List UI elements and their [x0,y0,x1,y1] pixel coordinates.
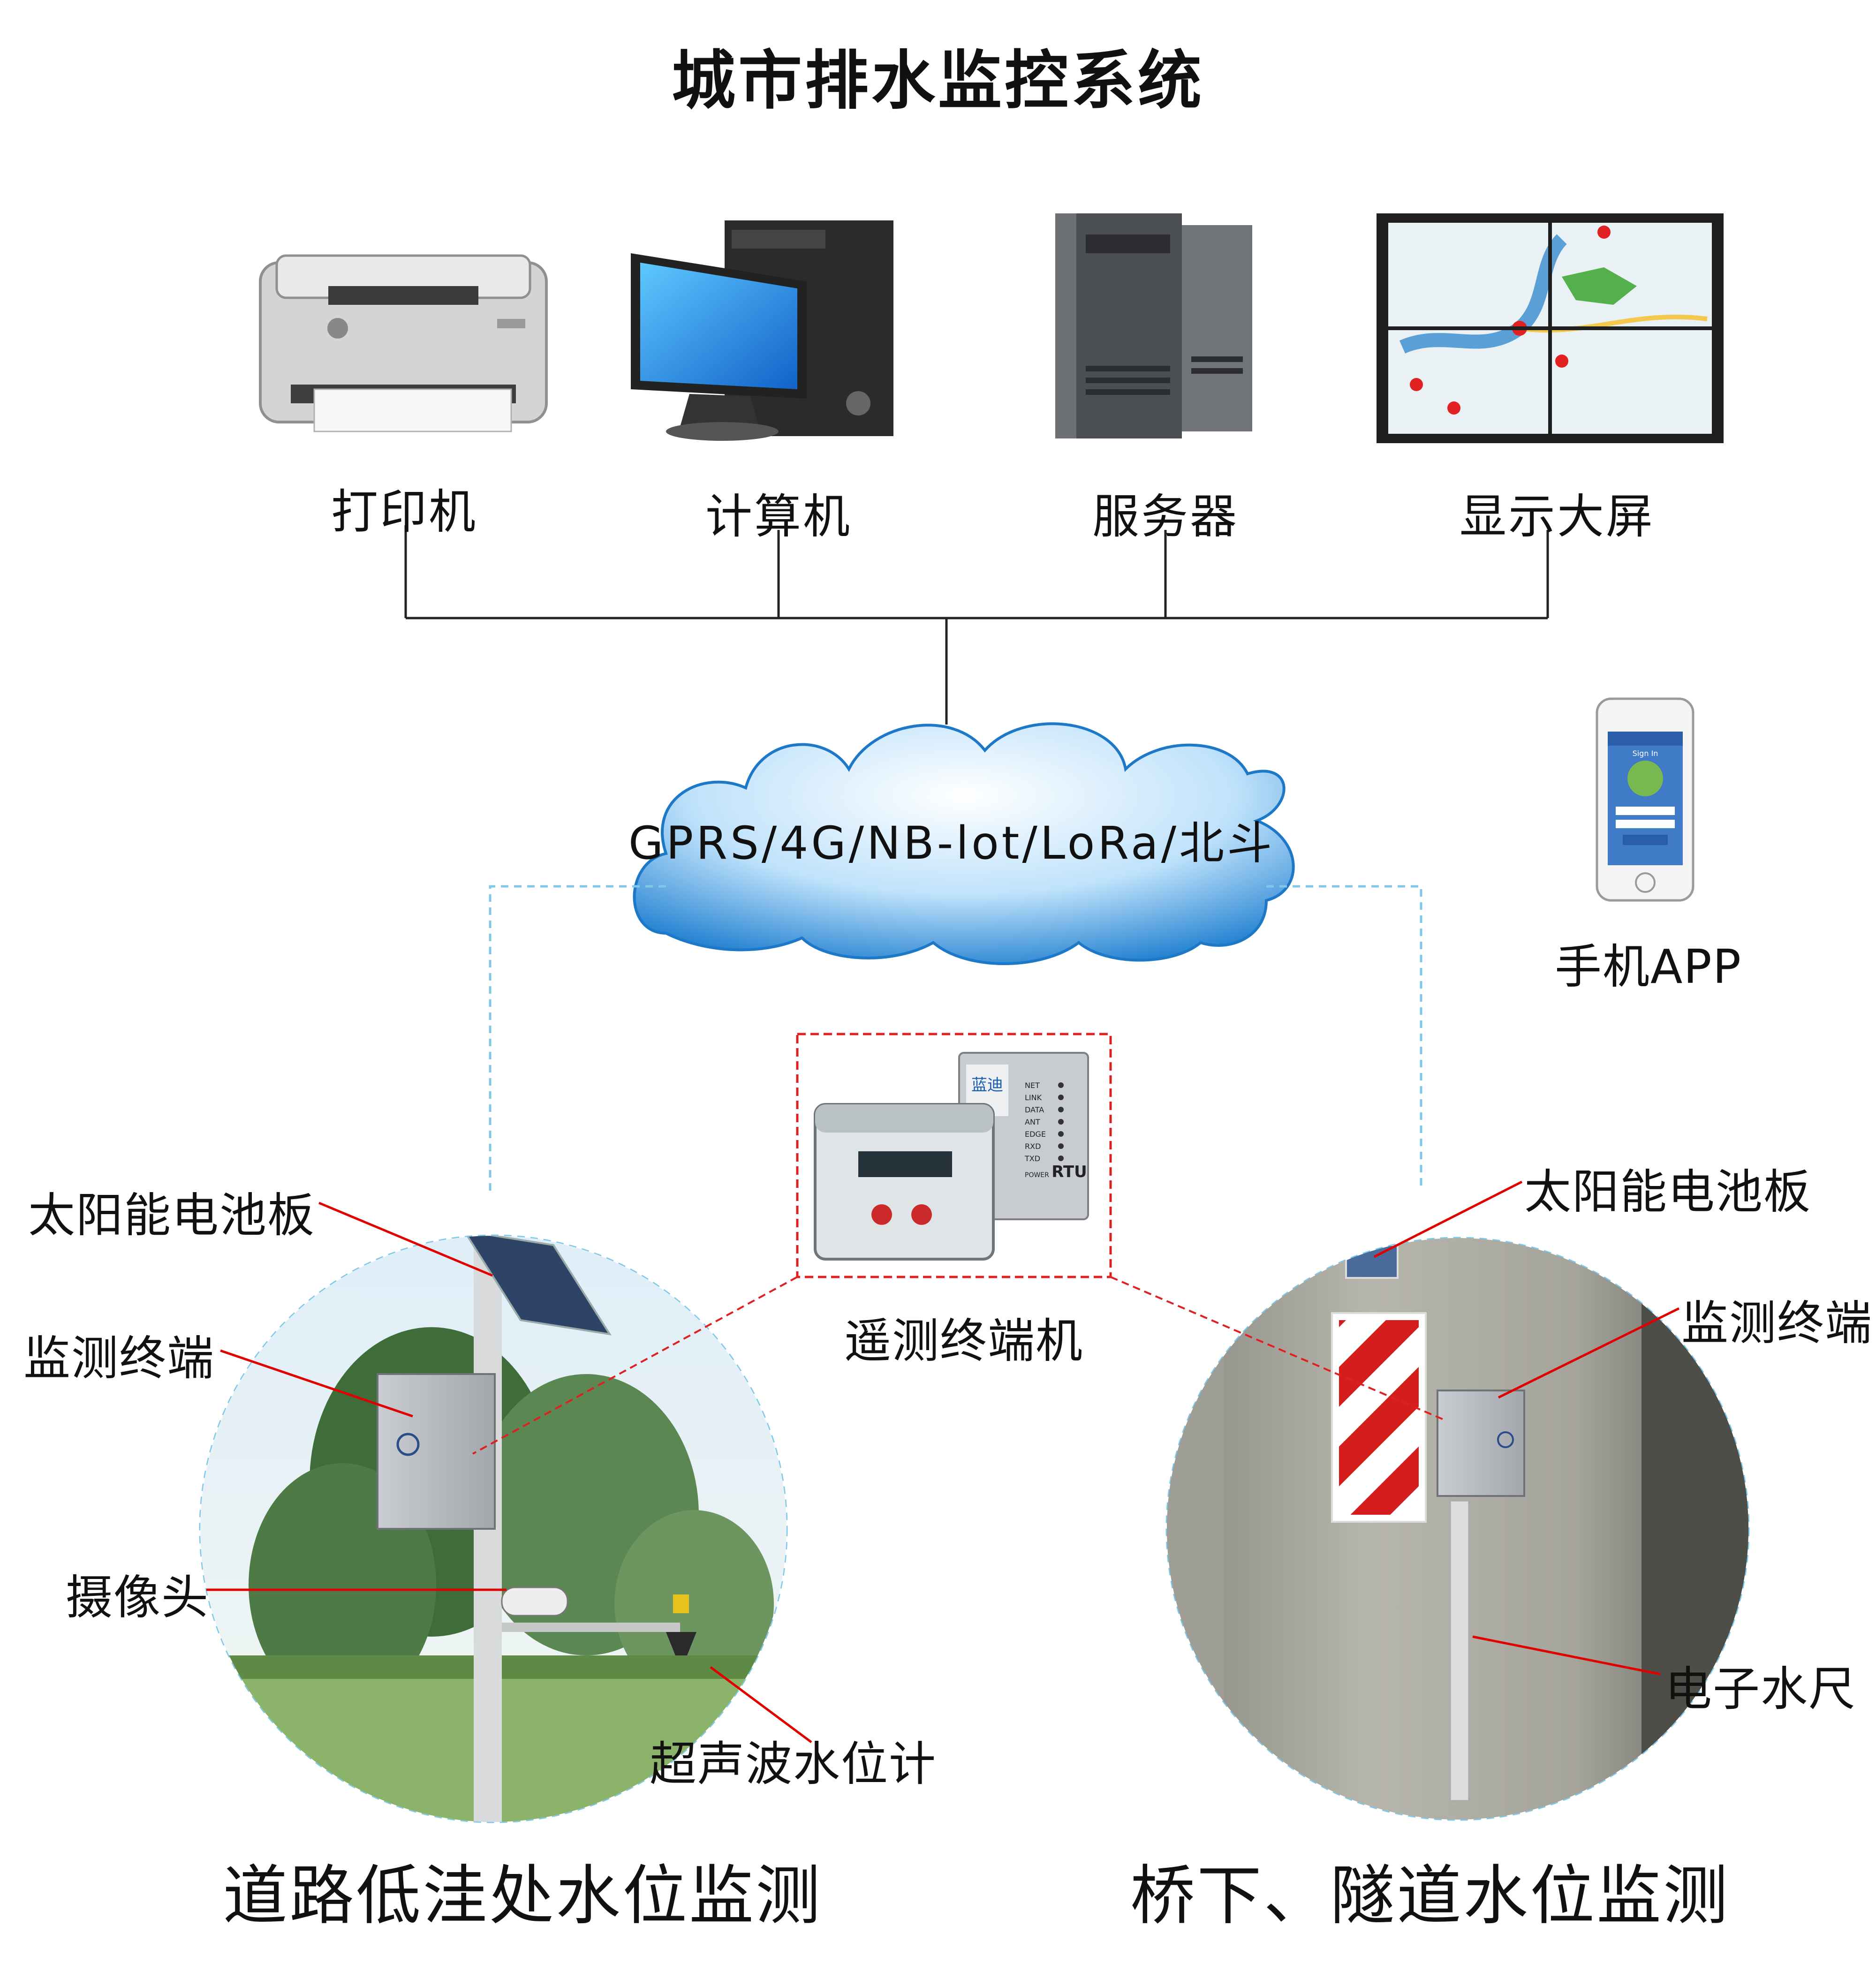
rtu-led-label: ANT [1025,1118,1040,1126]
left-solar-label: 太阳能电池板 [28,1188,315,1243]
rtu-label: 遥测终端机 [844,1314,1083,1368]
left-terminal-label: 监测终端 [23,1331,215,1386]
display-wall-icon [1377,213,1724,443]
rtu-led-label: TXD [1024,1154,1040,1163]
rtu-led-indicator [1058,1119,1064,1125]
left-site-title: 道路低洼处水位监测 [223,1858,823,1934]
rtu-brand: 蓝迪 [971,1076,1003,1095]
right-site-title: 桥下、隧道水位监测 [1130,1858,1730,1934]
rtu-led-indicator [1058,1095,1064,1100]
computer-label: 计算机 [705,489,852,544]
printer-icon [259,254,548,432]
server-label: 服务器 [1092,489,1239,544]
network-label: GPRS/4G/NB-lot/LoRa/北斗 [628,817,1275,869]
rtu-led-label: RXD [1025,1142,1041,1151]
rtu-model: RTU [1051,1163,1087,1181]
right-terminal-label: 监测终端 [1681,1296,1873,1351]
rtu-device: 蓝迪 RTU NET LINK DATA ANT EDGE RXD TXD POWER [796,1033,1112,1278]
right-solar-label: 太阳能电池板 [1524,1164,1811,1219]
phone-icon: Sign In [1596,697,1694,902]
rtu-led-indicator [1058,1131,1064,1137]
printer-label: 打印机 [331,484,477,539]
computer-icon [631,220,893,441]
server-icon [1055,213,1252,438]
left-leader-lines [206,1201,812,1744]
mobile-app-label: 手机APP [1555,939,1742,994]
phone-signin-text: Sign In [1633,749,1658,758]
page-title: 城市排水监控系统 [672,44,1204,118]
rtu-led-label: DATA [1025,1105,1044,1114]
screen-label: 显示大屏 [1460,489,1655,544]
rtu-led-label: NET [1025,1081,1040,1090]
ultrasonic-sensor-label: 超声波水位计 [650,1737,937,1791]
rtu-led-indicator [1058,1156,1064,1161]
rtu-power-label: POWER [1025,1171,1049,1179]
wired-connection [404,525,1549,725]
rtu-led-indicator [1058,1143,1064,1149]
camera-label: 摄像头 [66,1570,209,1625]
rtu-led-label: EDGE [1025,1130,1046,1139]
rtu-led-label: LINK [1025,1093,1042,1102]
water-gauge-label: 电子水尺 [1665,1662,1856,1716]
rtu-led-labels: NET LINK DATA ANT EDGE RXD TXD [1024,1081,1064,1163]
rtu-led-indicator [1058,1107,1064,1112]
right-leader-lines [1373,1180,1680,1676]
cloud-icon [633,722,1295,965]
rtu-link-lines [472,1276,1447,1455]
rtu-led-indicator [1058,1082,1064,1088]
